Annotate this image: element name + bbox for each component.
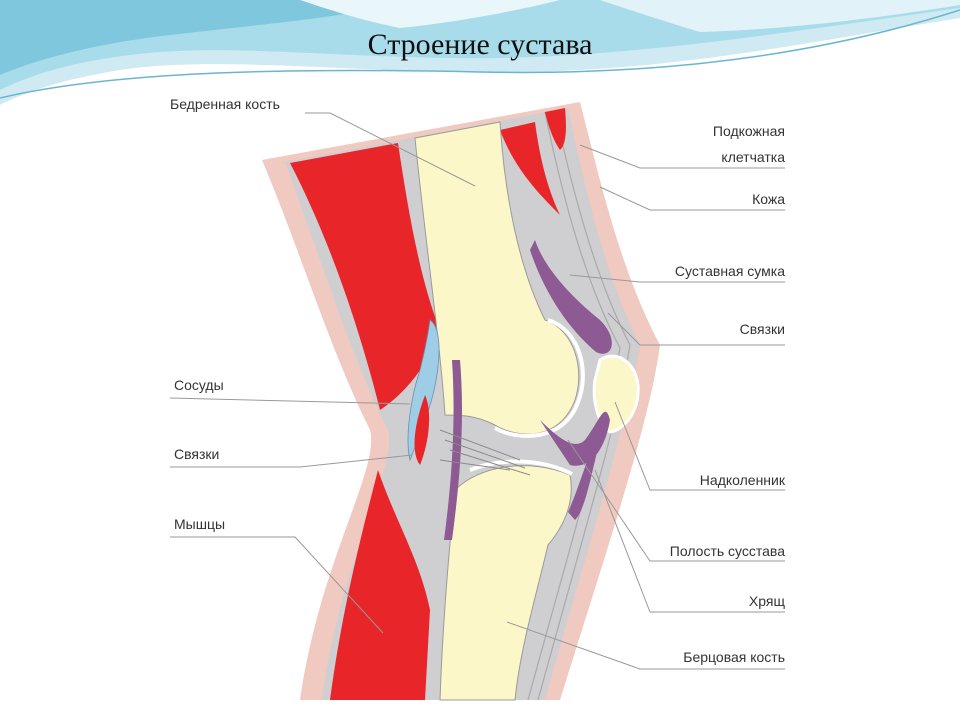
blood-vessel-artery (414, 395, 430, 465)
muscle-upper-front (500, 122, 560, 215)
subcutaneous-layer-lines (537, 109, 631, 701)
label-patella: Надколенник (700, 472, 786, 488)
diagram-labels: Бедренная кость Подкожная клетчатка Кожа… (170, 96, 786, 665)
cartilage-femur (494, 318, 585, 438)
joint-capsule (444, 240, 612, 540)
slide-title: Строение сустава (367, 28, 593, 61)
blood-vessel-vein (407, 319, 440, 462)
label-vessels: Сосуды (174, 377, 224, 393)
label-ligaments-left: Связки (174, 446, 219, 462)
muscle-upper-back (290, 143, 440, 410)
label-joint-capsule: Суставная сумка (675, 263, 785, 279)
label-muscles: Мышцы (174, 516, 225, 532)
label-subcutaneous-line2: клетчатка (721, 149, 785, 165)
label-femur: Бедренная кость (170, 96, 280, 112)
label-ligaments-right: Связки (740, 321, 785, 337)
cartilage-tibia (469, 459, 573, 476)
muscle-lower-back (330, 470, 430, 700)
label-tibia: Берцовая кость (683, 649, 785, 665)
leader-lines (169, 112, 785, 670)
tibia-bone (439, 465, 572, 701)
label-skin: Кожа (752, 191, 785, 207)
label-subcutaneous-line1: Подкожная (713, 123, 785, 139)
ligament-fibers (439, 429, 531, 476)
header-wave-decoration (0, 0, 960, 105)
label-cartilage: Хрящ (749, 593, 786, 609)
label-joint-cavity: Полость сусстава (670, 543, 785, 559)
